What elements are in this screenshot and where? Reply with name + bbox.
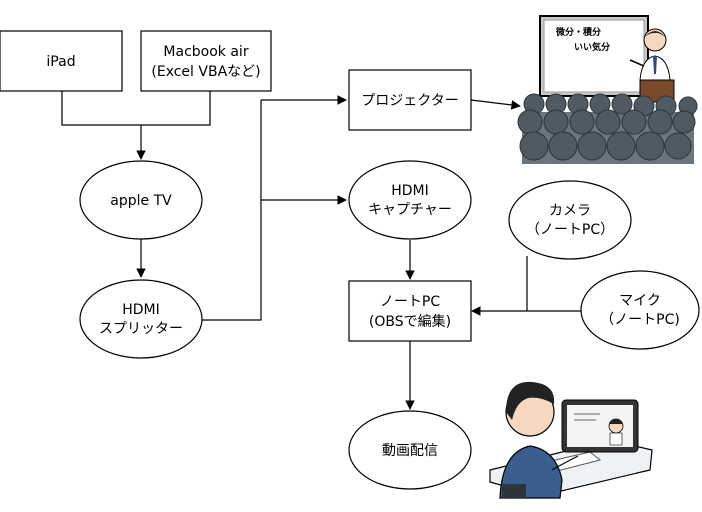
macbook-label-line1: Macbook air [163, 44, 248, 60]
node-hdmi-splitter: HDMI スプリッター [79, 279, 203, 359]
camera-label-line2: （ノートPC） [526, 222, 614, 238]
teacher-figure [629, 28, 671, 81]
node-hdmi-capture: HDMI キャプチャー [348, 160, 472, 240]
audience [517, 93, 698, 164]
edge-splitter-to-branch [199, 100, 262, 321]
streaming-person-illustration [489, 381, 653, 499]
macbook-label-line2: (Excel VBAなど) [151, 64, 260, 80]
node-ipad: iPad [0, 30, 123, 92]
node-streaming: 動画配信 [348, 410, 472, 490]
node-macbook: Macbook air (Excel VBAなど) [140, 30, 272, 92]
hdmi-capture-label-line1: HDMI [391, 183, 429, 199]
notebook-pc-label-line2: (OBSで編集) [369, 313, 451, 330]
projector-label: プロジェクター [361, 93, 458, 109]
board-text-line2: いい気分 [574, 41, 610, 53]
mic-label-line1: マイク [619, 293, 661, 309]
mic-label-line2: （ノートPC) [600, 312, 680, 328]
board-text-line1: 微分・積分 [555, 26, 601, 38]
node-mic: マイク （ノートPC) [580, 270, 700, 350]
node-projector: プロジェクター [348, 69, 472, 131]
streaming-label: 動画配信 [382, 443, 438, 459]
ipad-label: iPad [46, 54, 75, 70]
hdmi-splitter-label-line2: スプリッター [99, 321, 183, 337]
lecture-illustration: 微分・積分 いい気分 [517, 15, 698, 164]
edge-projector-to-lecture [470, 99, 521, 110]
node-notebook-pc: ノートPC (OBSで編集) [348, 280, 472, 342]
notebook-pc-label-line1: ノートPC [380, 294, 440, 310]
node-camera: カメラ （ノートPC） [508, 180, 632, 260]
apple-tv-label: apple TV [110, 193, 172, 209]
streamer-figure [499, 381, 579, 499]
edges [61, 91, 585, 410]
hdmi-capture-label-line2: キャプチャー [368, 202, 452, 218]
edge-ipad-to-merge [61, 91, 211, 126]
node-apple-tv: apple TV [79, 160, 203, 240]
camera-label-line1: カメラ [549, 203, 591, 219]
hdmi-splitter-label-line1: HDMI [122, 302, 160, 318]
